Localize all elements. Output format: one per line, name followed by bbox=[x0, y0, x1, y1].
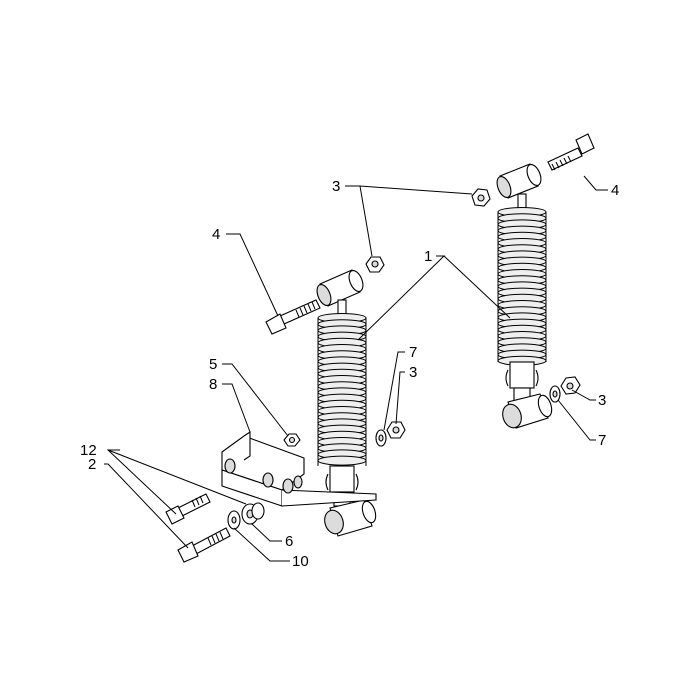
leader-lines bbox=[104, 175, 608, 562]
label-8: 8 bbox=[209, 376, 217, 393]
label-4-right: 4 bbox=[611, 182, 619, 199]
left-spring bbox=[317, 313, 367, 466]
left-top-bolt bbox=[265, 299, 321, 335]
label-4-left: 4 bbox=[212, 226, 220, 243]
right-spring bbox=[497, 207, 547, 366]
spring-coil bbox=[317, 455, 367, 466]
label-3-top: 3 bbox=[332, 178, 340, 195]
right-shock-absorber bbox=[496, 163, 553, 429]
mounting-bracket bbox=[221, 430, 377, 507]
lower-bracket-bolt bbox=[177, 527, 231, 563]
right-bottom-nut bbox=[560, 376, 581, 395]
left-washer bbox=[375, 429, 387, 447]
right-top-eye bbox=[496, 163, 542, 213]
bracket-washer bbox=[227, 510, 241, 530]
left-top-eye bbox=[316, 269, 364, 319]
label-3-right: 3 bbox=[598, 392, 606, 409]
right-top-nut bbox=[471, 188, 491, 207]
label-3-middle: 3 bbox=[409, 364, 417, 381]
right-bottom-washer bbox=[549, 385, 561, 403]
label-2: 2 bbox=[88, 456, 96, 473]
spacer bbox=[241, 502, 265, 525]
upper-bracket-bolt bbox=[165, 493, 211, 525]
label-10: 10 bbox=[292, 553, 309, 570]
left-nut bbox=[386, 421, 406, 439]
label-1: 1 bbox=[424, 248, 432, 265]
right-bottom-eye bbox=[502, 393, 553, 429]
label-12: 12 bbox=[80, 442, 97, 459]
label-6: 6 bbox=[285, 533, 293, 550]
label-5: 5 bbox=[209, 356, 217, 373]
label-7-left: 7 bbox=[409, 344, 417, 361]
right-top-bolt bbox=[547, 133, 595, 171]
label-7-right: 7 bbox=[598, 432, 606, 449]
callout-labels: 3 4 4 1 7 3 5 8 3 7 12 2 6 10 bbox=[80, 178, 619, 570]
left-top-nut bbox=[365, 256, 385, 273]
left-bottom-eye bbox=[324, 499, 377, 537]
